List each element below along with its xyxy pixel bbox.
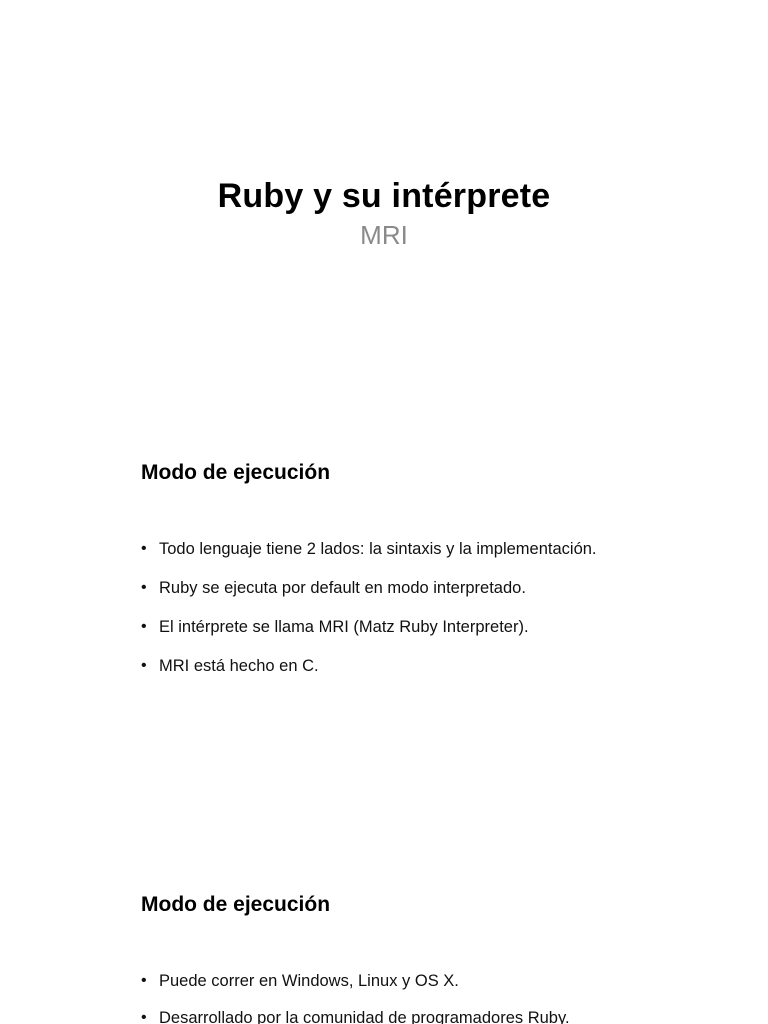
bullet-list: •Puede correr en Windows, Linux y OS X. … xyxy=(141,970,611,1024)
section-heading: Modo de ejecución xyxy=(141,461,331,484)
list-item-text: Puede correr en Windows, Linux y OS X. xyxy=(159,972,459,990)
list-item-text: Todo lenguaje tiene 2 lados: la sintaxis… xyxy=(159,540,597,558)
bullet-icon: • xyxy=(141,540,147,557)
list-item: • Ruby se ejecuta por default en modo int… xyxy=(141,577,611,599)
section-heading: Modo de ejecución xyxy=(141,893,331,916)
list-item-text: Desarrollado por la comunidad de program… xyxy=(159,1009,570,1024)
list-item: • Todo lenguaje tiene 2 lados: la sintaxi… xyxy=(141,538,611,560)
list-item: • El intérprete se llama MRI (Matz Ruby I… xyxy=(141,616,611,638)
bullet-icon: • xyxy=(141,657,147,674)
list-item-text: Ruby se ejecuta por default en modo inte… xyxy=(159,579,526,597)
bullet-icon: • xyxy=(141,1009,147,1024)
list-item-text: El intérprete se llama MRI (Matz Ruby In… xyxy=(159,618,529,636)
section-modo-de-ejecucion-1: Modo de ejecución • Todo lenguaje tiene 2… xyxy=(141,459,611,677)
title-block: Ruby y su intérprete MRI xyxy=(0,174,768,252)
bullet-icon: • xyxy=(141,579,147,596)
page-subtitle: MRI xyxy=(360,220,408,250)
list-item-text: MRI está hecho en C. xyxy=(159,657,319,675)
bullet-icon: • xyxy=(141,618,147,635)
page-title: Ruby y su intérprete xyxy=(217,177,551,215)
list-item: • MRI está hecho en C. xyxy=(141,655,611,677)
list-item: • Desarrollado por la comunidad de progra… xyxy=(141,1007,611,1024)
bullet-icon: • xyxy=(141,972,147,989)
list-item: • Puede correr en Windows, Linux y OS X. xyxy=(141,970,611,992)
bullet-list: • Todo lenguaje tiene 2 lados: la sintaxi… xyxy=(141,538,611,677)
section-modo-de-ejecucion-2: Modo de ejecución • Puede correr en Windo… xyxy=(141,891,611,1024)
